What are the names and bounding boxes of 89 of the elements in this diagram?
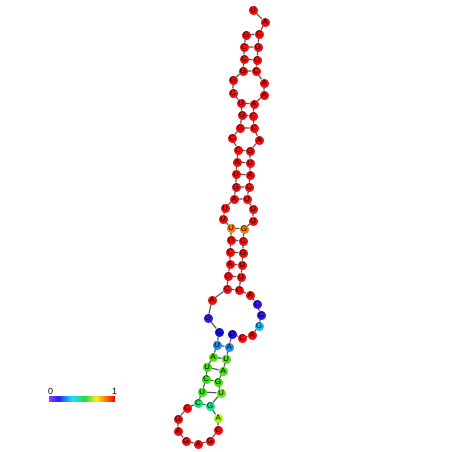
nucleotide-circle: C (182, 404, 192, 412)
nucleotide-circle: A (254, 136, 264, 144)
nucleotide-circle: G (182, 436, 190, 446)
nucleotide-circle: U (202, 362, 212, 372)
nucleotide-circle: U (236, 272, 246, 282)
nucleotide-circle: G (204, 314, 212, 322)
nucleotide-circle: G (214, 378, 222, 386)
nucleotide-circle: U (220, 204, 230, 212)
nucleotide-circle: G (236, 124, 244, 132)
backbone-line (260, 26, 264, 30)
nucleotide-circle: G (228, 76, 238, 84)
nucleotide-circle: C (250, 124, 258, 132)
nucleotide-circle: G (254, 322, 264, 330)
backbone-line (212, 396, 219, 403)
nucleotide-circle: A (218, 366, 228, 376)
nucleotide-circle: G (246, 146, 254, 156)
scale-value-label: 0 (48, 387, 54, 396)
nucleotide-circle: A (232, 158, 242, 166)
nucleotide-circle: C (248, 112, 258, 120)
nucleotide-circle: U (238, 260, 246, 270)
nucleotide-circle: A (250, 100, 258, 108)
nucleotide-circle: G (238, 110, 246, 120)
nucleotide-circle: C (238, 236, 248, 246)
nucleotide-circle: G (254, 42, 262, 52)
nucleotide-circle: C (228, 330, 236, 338)
nucleotide-circle: G (252, 56, 262, 64)
nucleotide-circle: A (226, 260, 234, 268)
nucleotide-circle: C (252, 300, 262, 308)
nucleotide-circle: G (226, 236, 236, 244)
nucleotide-circle: A (230, 194, 238, 204)
nucleotide-circle: U (242, 194, 252, 204)
nucleotide-circle: C (252, 66, 260, 76)
nucleotide-circle: A (174, 426, 182, 436)
nucleotide-circle: U (236, 98, 246, 108)
nucleotide-circle: C (240, 54, 248, 64)
nucleotide-circle: G (232, 182, 240, 192)
nucleotide-circle: A (224, 342, 234, 352)
nucleotide-circle: U (216, 388, 226, 398)
nucleotide-circle: G (238, 248, 248, 258)
nucleotide-circle: C (228, 88, 238, 98)
nucleotide-circle: C (256, 310, 266, 320)
nucleotide-circle: U (246, 158, 254, 168)
backbone-line (206, 392, 217, 394)
nucleotide-circle: C (202, 374, 210, 384)
nucleotide-circle: A (260, 18, 270, 26)
nucleotide-circle: A (260, 90, 268, 100)
nucleotide-circle: C (214, 328, 224, 336)
nucleotide-circle: G (242, 30, 250, 40)
nucleotide-circle: C (222, 284, 232, 294)
nucleotide-circle: A (208, 352, 218, 362)
scale-value-label: 1 (112, 387, 118, 396)
nucleotide-circle: C (226, 248, 234, 256)
nucleotide-circle: C (194, 398, 202, 408)
nucleotide-circle: G (206, 402, 214, 410)
nucleotide-circle: C (244, 182, 254, 192)
nucleotide-circle: U (248, 6, 258, 14)
nucleotide-circle: G (206, 436, 214, 446)
nucleotide-circle: G (174, 414, 182, 424)
nucleotide-circle: A (248, 330, 256, 340)
nucleotide-circle: C (214, 426, 222, 434)
nucleotide-circle: G (234, 286, 244, 294)
nucleotide-circle: U (226, 224, 236, 232)
nucleotide-circle: U (212, 340, 222, 350)
backbone-line (180, 411, 185, 416)
nucleotide-circle: C (234, 146, 242, 154)
nucleotide-circle: C (228, 134, 236, 142)
nucleotide-circle: G (240, 224, 248, 234)
backbone-line (208, 304, 212, 314)
backbone-line (214, 349, 216, 353)
nucleotide-circle: A (246, 170, 254, 180)
nucleotide-circle: A (194, 440, 202, 448)
nucleotide-circle: A (214, 414, 222, 422)
backbone-line (252, 143, 257, 148)
nucleotide-circle: C (254, 30, 264, 38)
nucleotide-circle: C (240, 42, 248, 52)
nucleotide-circle: A (246, 290, 254, 300)
nucleotide-circle: U (198, 388, 206, 396)
nucleotide-circle: C (238, 334, 246, 342)
nucleotide-circle: U (248, 216, 258, 226)
backbone-line (215, 291, 224, 298)
nucleotide-circle: G (224, 272, 232, 280)
nucleotide-circle: U (232, 170, 240, 178)
nucleotide-circle: G (238, 66, 248, 76)
backbone-line (212, 433, 216, 438)
nucleotide-circle: A (260, 78, 268, 88)
nucleotide-circle: U (218, 214, 228, 224)
nucleotide-circle: A (208, 296, 216, 304)
nucleotide-circle: U (248, 204, 258, 214)
nucleotide-circle: U (222, 354, 230, 364)
